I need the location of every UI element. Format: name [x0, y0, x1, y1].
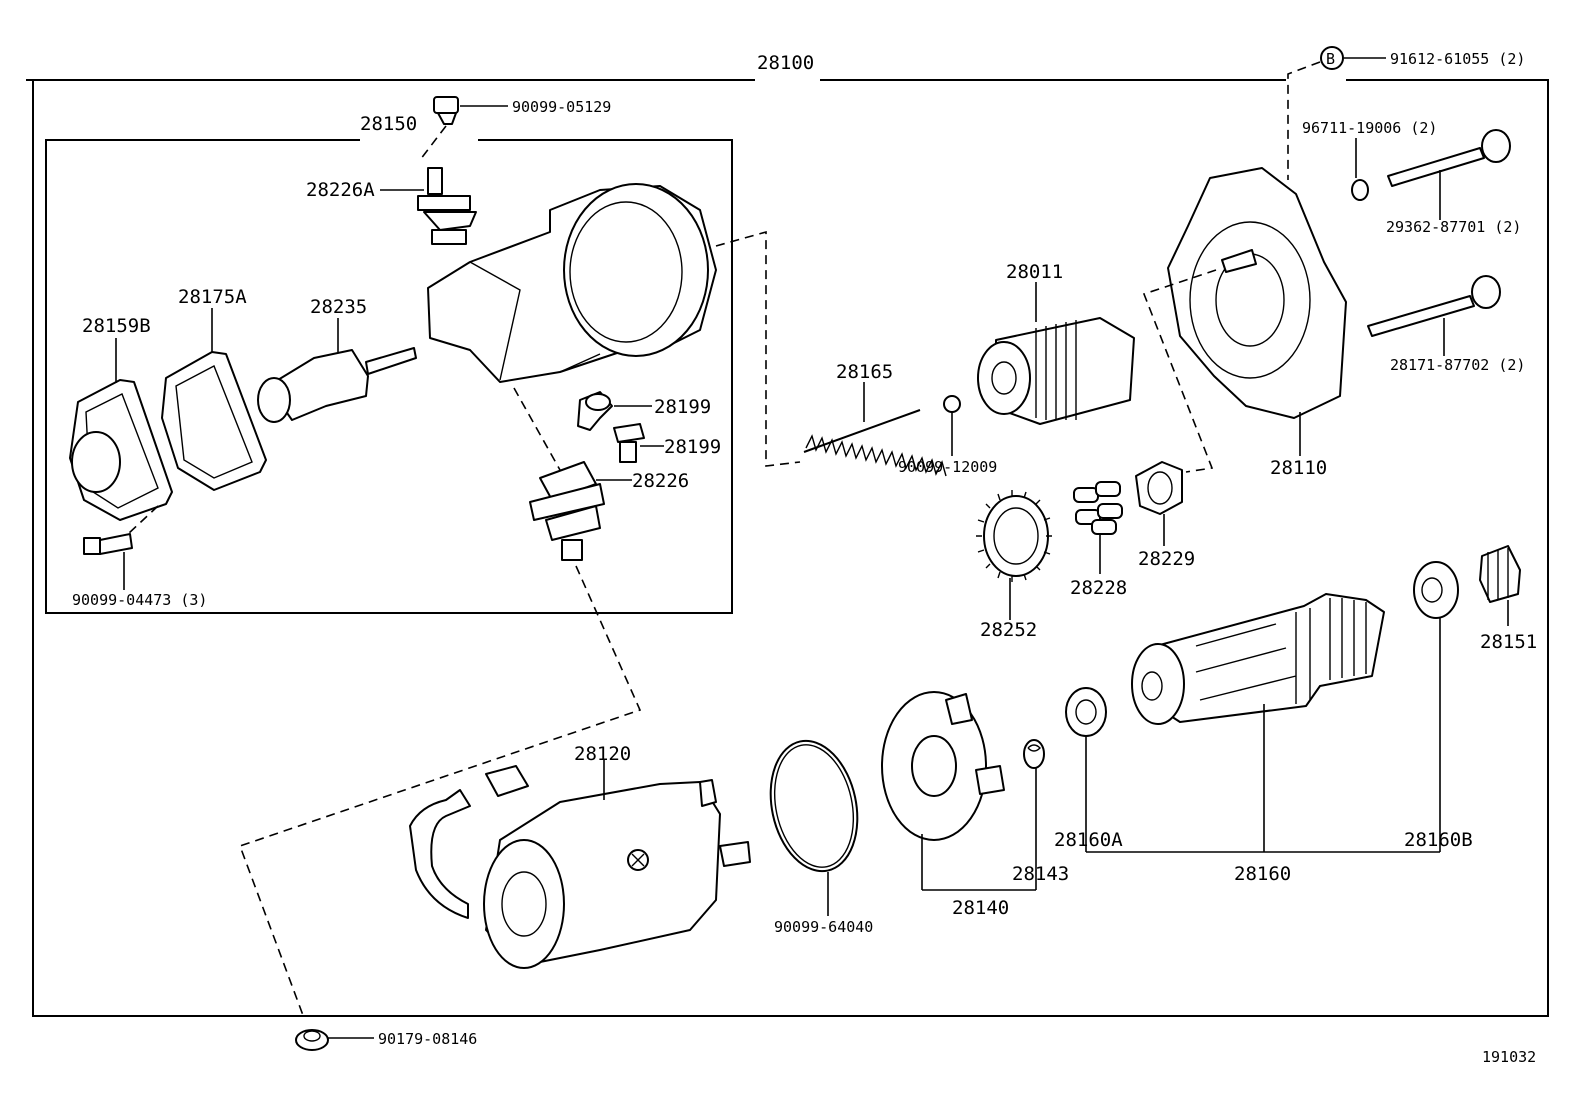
- clutch-28011: [977, 282, 1135, 425]
- label-28160: 28160: [1234, 863, 1291, 885]
- terminal-bolt-top: [419, 96, 508, 161]
- label-28175A: 28175A: [178, 286, 247, 308]
- bolt-28199-a: [577, 391, 652, 431]
- rollers-28228: [1073, 481, 1123, 574]
- label-28226: 28226: [632, 470, 689, 492]
- label-90179-08146: 90179-08146: [378, 1030, 477, 1048]
- label-28252: 28252: [980, 619, 1037, 641]
- label-90099-05129: 90099-05129: [512, 98, 611, 116]
- label-28160B: 28160B: [1404, 829, 1473, 851]
- label-90099-04473: 90099-04473 (3): [72, 591, 207, 609]
- housing-28110: [1142, 167, 1347, 473]
- label-29362-87701: 29362-87701 (2): [1386, 218, 1521, 236]
- terminal-28226a: [380, 167, 477, 245]
- b-reference: B: [1287, 46, 1386, 180]
- cover-screw: [83, 533, 133, 590]
- label-28199-a: 28199: [654, 396, 711, 418]
- spring-28165: [803, 382, 947, 477]
- label-28140: 28140: [952, 897, 1009, 919]
- washer: [1351, 138, 1369, 201]
- nut-bottom: [295, 1029, 374, 1051]
- svg-text:B: B: [1326, 50, 1335, 68]
- label-28171-87702: 28171-87702 (2): [1390, 356, 1525, 374]
- label-90099-64040: 90099-64040: [774, 918, 873, 936]
- gear-28252: [976, 490, 1052, 620]
- end-cover-28159b: [69, 338, 173, 535]
- brush-spring-28143: [1023, 739, 1045, 890]
- yoke-28120: [409, 760, 751, 969]
- label-28235: 28235: [310, 296, 367, 318]
- pinion-28151: [1479, 545, 1521, 626]
- label-28143: 28143: [1012, 863, 1069, 885]
- label-28159B: 28159B: [82, 315, 151, 337]
- bearing-28160a: [1065, 687, 1107, 852]
- bearing-28160b: [1413, 561, 1459, 852]
- outer-frame: [26, 79, 1549, 1017]
- label-28226A: 28226A: [306, 179, 375, 201]
- o-ring: [769, 739, 859, 916]
- label-28150: 28150: [360, 113, 417, 135]
- through-bolt-b: [1367, 275, 1501, 356]
- label-90099-12009: 90099-12009: [898, 458, 997, 476]
- figure-code: 191032: [1482, 1048, 1536, 1066]
- label-28199-b: 28199: [664, 436, 721, 458]
- armature-28160: [1131, 593, 1385, 852]
- label-91612-61055: 91612-61055 (2): [1390, 50, 1525, 68]
- label-96711-19006: 96711-19006 (2): [1302, 119, 1437, 137]
- brush-holder-28140: [881, 691, 1005, 890]
- bolt-28199-b: [613, 423, 664, 463]
- retainer-28229: [1135, 461, 1183, 546]
- label-28100: 28100: [757, 52, 814, 74]
- label-28151: 28151: [1480, 631, 1537, 653]
- through-bolt-a: [1387, 129, 1511, 220]
- label-28011: 28011: [1006, 261, 1063, 283]
- gasket-28175a: [161, 308, 267, 491]
- inner-frame: [45, 139, 733, 614]
- terminal-28226: [238, 461, 642, 1019]
- label-28165: 28165: [836, 361, 893, 383]
- label-28228: 28228: [1070, 577, 1127, 599]
- label-28160A: 28160A: [1054, 829, 1123, 851]
- label-28120: 28120: [574, 743, 631, 765]
- plunger-28235: [257, 318, 417, 423]
- label-28110: 28110: [1270, 457, 1327, 479]
- solenoid-housing: [427, 183, 801, 471]
- ball: [943, 395, 961, 456]
- label-28229: 28229: [1138, 548, 1195, 570]
